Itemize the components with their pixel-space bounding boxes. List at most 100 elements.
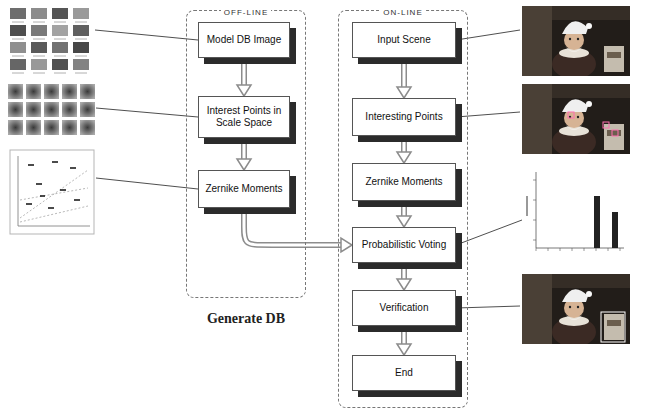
- plot-marker: [26, 162, 80, 208]
- thumbnail: [10, 8, 26, 19]
- thumbnail: [52, 25, 68, 36]
- process-box: Probabilistic Voting: [352, 227, 456, 263]
- patch: [8, 102, 23, 117]
- patch: [62, 102, 77, 117]
- flow-arrow: [397, 326, 411, 355]
- patch: [80, 120, 95, 135]
- patch: [62, 84, 77, 99]
- stage-group: ON-LINE Input SceneInteresting PointsZern…: [338, 10, 468, 408]
- input-scene-photo: [522, 6, 630, 79]
- thumbnail: [10, 42, 26, 53]
- patch: [44, 84, 59, 99]
- thumbnail: [31, 8, 47, 19]
- stage-group: OFF-LINEGenerate DBModel DB ImageInteres…: [186, 10, 306, 298]
- patch: [44, 120, 59, 135]
- verified-object-box: [601, 312, 625, 342]
- thumbnail: [10, 59, 26, 70]
- interest-point-photo: [522, 84, 630, 157]
- flow-arrow: [397, 58, 411, 98]
- thumbnail: [52, 8, 68, 19]
- thumbnail: [73, 8, 89, 19]
- patch: [44, 102, 59, 117]
- thumbnail: [10, 25, 26, 36]
- arrow-band-inner: [243, 138, 246, 159]
- box-label: Probabilistic Voting: [362, 239, 447, 251]
- arrow-head: [397, 87, 411, 98]
- arrow-band-inner: [243, 58, 246, 85]
- group-caption-holder: Generate DB: [167, 309, 325, 327]
- arrow-head: [341, 238, 352, 252]
- arrow-head: [397, 344, 411, 355]
- chart-tick: [533, 180, 620, 251]
- group-heading-holder: OFF-LINE: [187, 5, 305, 18]
- patch: [80, 102, 95, 117]
- model-thumbnails: [10, 8, 89, 73]
- box-label: Zernike Moments: [365, 176, 442, 188]
- box-label: Input Scene: [377, 34, 430, 46]
- patch: [26, 102, 41, 117]
- thumbnail: [73, 59, 89, 70]
- box-label: Zernike Moments: [205, 183, 282, 195]
- vote-bar: [594, 196, 600, 248]
- arrow-band-inner: [403, 58, 406, 87]
- process-box: Zernike Moments: [352, 163, 456, 201]
- thumbnail: [52, 59, 68, 70]
- arrow-band: [401, 58, 407, 87]
- flow-arrow: [244, 208, 352, 252]
- patch: [62, 120, 77, 135]
- voting-chart: [524, 166, 628, 256]
- patch: [8, 120, 23, 135]
- plot-axis: [18, 156, 90, 226]
- box-label: End: [395, 367, 413, 379]
- plot-trend: [20, 170, 88, 222]
- thumbnail: [52, 42, 68, 53]
- vote-bar: [612, 212, 618, 248]
- chart-ground: [524, 166, 628, 256]
- patch: [26, 84, 41, 99]
- process-box: Verification: [352, 290, 456, 326]
- patch: [26, 120, 41, 135]
- interest-point-mark: [612, 130, 618, 136]
- verified-photo: [522, 274, 630, 347]
- arrow-band: [401, 201, 407, 216]
- arrow-head: [397, 216, 411, 227]
- arrow-band-inner: [403, 263, 406, 279]
- process-box: Zernike Moments: [198, 170, 290, 208]
- group-caption: Generate DB: [207, 311, 285, 326]
- group-heading: ON-LINE: [380, 8, 425, 17]
- process-box: Model DB Image: [198, 22, 290, 58]
- arrow-band-inner: [403, 326, 406, 344]
- flow-arrow: [397, 263, 411, 290]
- plot-frame: [10, 150, 94, 234]
- thumbnail-caption-mark: [12, 22, 87, 73]
- arrow-band: [401, 326, 407, 344]
- flow-arrow: [237, 58, 251, 96]
- process-box: End: [352, 355, 456, 391]
- arrow-band-inner: [244, 208, 341, 245]
- chart-axis-title-mark: [526, 196, 528, 216]
- thumbnail: [31, 59, 47, 70]
- leader-line: [95, 30, 198, 189]
- box-label: Model DB Image: [207, 34, 281, 46]
- arrow-head: [397, 279, 411, 290]
- process-box: Interest Points in Scale Space: [198, 96, 290, 138]
- process-box: Input Scene: [352, 22, 456, 58]
- arrow-band-inner: [403, 136, 406, 152]
- interest-point-mark: [603, 122, 609, 128]
- box-label: Interesting Points: [365, 111, 442, 123]
- verified-scene-photo: [522, 274, 630, 347]
- arrow-band: [401, 136, 407, 152]
- patch-grid: [8, 84, 95, 135]
- flow-arrow: [397, 201, 411, 227]
- thumbnail: [73, 25, 89, 36]
- thumbnail: [73, 42, 89, 53]
- thumbnail: [31, 42, 47, 53]
- interest-point-mark: [568, 112, 574, 118]
- arrow-band: [244, 208, 341, 245]
- box-label: Interest Points in Scale Space: [203, 105, 285, 129]
- flow-arrow: [237, 138, 251, 170]
- arrow-band: [241, 58, 247, 85]
- group-heading-holder: ON-LINE: [339, 5, 467, 18]
- process-box: Interesting Points: [352, 98, 456, 136]
